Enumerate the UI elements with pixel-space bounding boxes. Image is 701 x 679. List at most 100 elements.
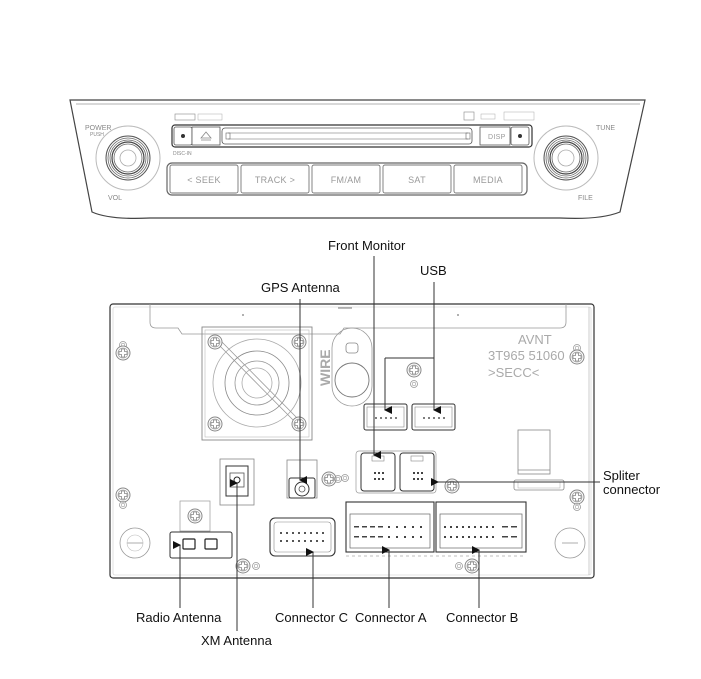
logo-strip-left [174, 113, 223, 121]
disc-slot [221, 127, 473, 145]
front-button-label: FM/AM [331, 175, 362, 185]
volume-knob[interactable] [95, 125, 161, 191]
connector-pin [511, 536, 517, 538]
connector-a-label: Connector A [355, 610, 427, 625]
connector-pin [370, 526, 375, 528]
connector-b [435, 501, 527, 553]
front-button-label: TRACK > [255, 175, 295, 185]
wire-grommet [331, 327, 373, 407]
power-indicator-button[interactable] [510, 126, 530, 146]
front-button-row: < SEEK TRACK > FM/AM SAT MEDIA [169, 164, 523, 194]
connector-pin [492, 526, 494, 528]
disc-in-label: DISC-IN [173, 151, 192, 157]
connector-pin [492, 536, 494, 538]
part-number: 3T965 51060 [488, 348, 565, 363]
splitter-connector [355, 450, 437, 494]
connector-pin [502, 536, 508, 538]
rear-panel: AVNT 3T965 51060 >SECC< WIRE [109, 303, 595, 579]
connector-pin [310, 540, 312, 542]
push-label: PUSH [90, 132, 104, 138]
front-button-fm-am[interactable]: FM/AM [311, 164, 381, 194]
model-text: AVNT [518, 332, 552, 347]
connector-pin [486, 536, 488, 538]
screw [115, 487, 131, 503]
connector-pin [456, 536, 458, 538]
connector-pin [480, 526, 482, 528]
connector-pin [474, 526, 476, 528]
front-button-media[interactable]: MEDIA [453, 164, 523, 194]
front-button-label: MEDIA [473, 175, 503, 185]
connector-pin [396, 526, 398, 528]
connector-pin [362, 526, 367, 528]
front-monitor-label: Front Monitor [328, 238, 406, 253]
connector-c [269, 517, 336, 557]
connector-pin [412, 536, 414, 538]
connector-pin [370, 536, 375, 538]
connector-pin [304, 540, 306, 542]
disp-button[interactable]: DISP [479, 126, 511, 146]
reset-button[interactable] [173, 126, 193, 146]
tune-knob[interactable] [533, 125, 599, 191]
rds-logo [480, 113, 496, 120]
connector-pin [388, 526, 390, 528]
connector-c-label: Connector C [275, 610, 348, 625]
connector-a [345, 501, 435, 553]
connector-pin [456, 526, 458, 528]
connector-pin [420, 536, 422, 538]
connector-pin [280, 532, 282, 534]
bluetooth-text-logo [197, 113, 223, 121]
connector-pin [404, 536, 406, 538]
bluetooth-logo [174, 113, 196, 121]
connector-pin [322, 532, 324, 534]
connector-pin [362, 536, 367, 538]
connector-pin [286, 532, 288, 534]
connector-pin [462, 536, 464, 538]
spliter-connector-label-line1: Spliter [603, 468, 641, 483]
screw [569, 349, 585, 365]
connector-pin [310, 532, 312, 534]
cooling-fan [201, 326, 313, 441]
connector-pin [462, 526, 464, 528]
front-panel: POWER PUSH VOL TUNE FILE [69, 99, 646, 219]
connector-pin [298, 532, 300, 534]
connector-pin [292, 532, 294, 534]
front-button-track[interactable]: TRACK > [240, 164, 310, 194]
connector-pin [450, 526, 452, 528]
svg-text:DISP: DISP [488, 134, 506, 141]
eject-button[interactable] [191, 126, 221, 146]
connector-pin [292, 540, 294, 542]
radio-antenna-port [169, 500, 233, 559]
connector-pin [388, 536, 390, 538]
screw [569, 489, 585, 505]
connector-pin [280, 540, 282, 542]
connector-pin [450, 536, 452, 538]
connector-pin [444, 526, 446, 528]
sd-logo [463, 111, 475, 121]
connector-pin [444, 536, 446, 538]
usb-label: USB [420, 263, 447, 278]
spliter-connector-label-line2: connector [603, 482, 661, 497]
connector-pin [354, 536, 359, 538]
connector-pin [412, 526, 414, 528]
power-label: POWER [85, 125, 111, 132]
logo-strip-right [463, 111, 535, 121]
material-mark: >SECC< [488, 365, 539, 380]
front-button-sat[interactable]: SAT [382, 164, 452, 194]
front-button-seek[interactable]: < SEEK [169, 164, 239, 194]
xm-antenna-label: XM Antenna [201, 633, 273, 648]
front-button-label: < SEEK [187, 175, 221, 185]
wire-label: WIRE [317, 349, 333, 386]
connector-pin [511, 526, 517, 528]
radio-antenna-label: Radio Antenna [136, 610, 222, 625]
connector-pin [316, 532, 318, 534]
connector-b-label: Connector B [446, 610, 518, 625]
connector-pin [404, 526, 406, 528]
connector-pin [286, 540, 288, 542]
connector-pin [468, 526, 470, 528]
connector-pin [480, 536, 482, 538]
connector-pin [396, 536, 398, 538]
leader-lines [173, 256, 600, 631]
eject-icon [200, 131, 212, 141]
connector-pin [420, 526, 422, 528]
